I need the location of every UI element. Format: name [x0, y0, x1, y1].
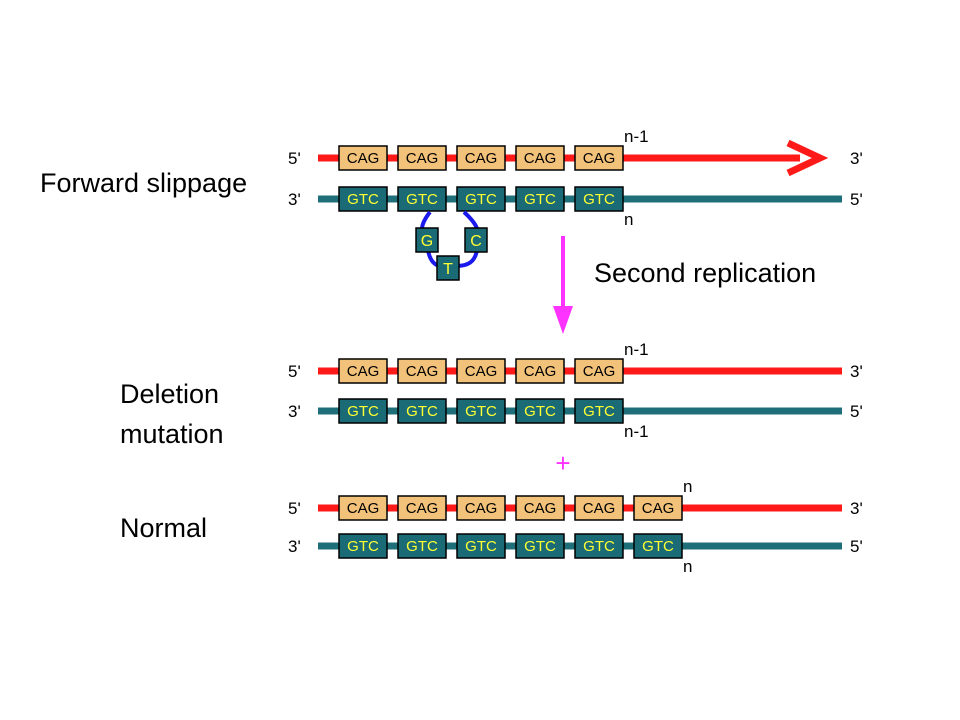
svg-text:CAG: CAG: [406, 363, 439, 380]
gtc-repeat-box: GTC: [515, 398, 565, 424]
svg-text:CAG: CAG: [524, 363, 557, 380]
svg-text:CAG: CAG: [583, 363, 616, 380]
cag-repeat-box: CAG: [338, 495, 388, 521]
gtc-repeat-box: GTC: [397, 398, 447, 424]
cag-repeat-box: CAG: [574, 495, 624, 521]
cag-repeat-box: CAG: [574, 358, 624, 384]
gtc-repeat-box: GTC: [515, 186, 565, 212]
second-replication-arrow: [553, 236, 573, 334]
slipped-loop: GTC: [415, 210, 488, 281]
gtc-repeat-box: GTC: [515, 533, 565, 559]
svg-text:CAG: CAG: [583, 150, 616, 167]
cag-repeat-box: CAG: [515, 145, 565, 171]
svg-text:CAG: CAG: [583, 500, 616, 517]
normal-label: Normal: [120, 513, 207, 543]
three-prime-bottom-label: 3': [288, 402, 301, 421]
three-prime-bottom-label: 3': [288, 190, 301, 209]
svg-text:CAG: CAG: [524, 500, 557, 517]
five-prime-bottom-label: 5': [850, 402, 863, 421]
svg-text:GTC: GTC: [406, 538, 438, 555]
svg-text:GTC: GTC: [347, 403, 379, 420]
cag-repeat-box: CAG: [574, 145, 624, 171]
forward-slippage-label: Forward slippage: [40, 168, 247, 198]
three-prime-top-label: 3': [850, 362, 863, 381]
cag-repeat-box: CAG: [633, 495, 683, 521]
svg-text:G: G: [421, 233, 433, 250]
cag-repeat-box: CAG: [397, 145, 447, 171]
strand-row-deletion: 5' 3' 3' 5' CAG CAG CAG CAG CAG GTC GTC GTC GTC GTC n-…: [288, 340, 863, 441]
top-repeat-count: n: [683, 477, 692, 496]
three-prime-bottom-label: 3': [288, 537, 301, 556]
cag-repeat-box: CAG: [338, 358, 388, 384]
svg-text:GTC: GTC: [583, 538, 615, 555]
svg-text:CAG: CAG: [465, 500, 498, 517]
gtc-repeat-box: GTC: [397, 533, 447, 559]
gtc-repeat-box: GTC: [338, 398, 388, 424]
bottom-repeat-count: n: [624, 210, 633, 229]
gtc-repeat-box: GTC: [574, 186, 624, 212]
svg-text:CAG: CAG: [465, 150, 498, 167]
cag-repeat-box: CAG: [397, 495, 447, 521]
cag-repeat-box: CAG: [456, 145, 506, 171]
plus-sign: +: [555, 448, 570, 478]
svg-text:GTC: GTC: [406, 191, 438, 208]
cag-repeat-box: CAG: [456, 358, 506, 384]
gtc-repeat-box: GTC: [633, 533, 683, 559]
svg-text:GTC: GTC: [583, 191, 615, 208]
cag-repeat-box: CAG: [515, 358, 565, 384]
svg-text:GTC: GTC: [465, 538, 497, 555]
svg-text:GTC: GTC: [642, 538, 674, 555]
svg-text:GTC: GTC: [465, 191, 497, 208]
svg-text:GTC: GTC: [406, 403, 438, 420]
top-repeat-count: n-1: [624, 127, 649, 146]
deletion-label-line2: mutation: [120, 419, 224, 449]
svg-text:CAG: CAG: [347, 363, 380, 380]
cag-repeat-box: CAG: [456, 495, 506, 521]
svg-text:GTC: GTC: [524, 191, 556, 208]
gtc-repeat-box: GTC: [456, 533, 506, 559]
second-replication-label: Second replication: [594, 258, 816, 288]
gtc-repeat-box: GTC: [338, 186, 388, 212]
svg-text:GTC: GTC: [347, 538, 379, 555]
svg-text:GTC: GTC: [465, 403, 497, 420]
svg-text:C: C: [470, 233, 482, 250]
five-prime-bottom-label: 5': [850, 190, 863, 209]
svg-text:CAG: CAG: [347, 500, 380, 517]
gtc-repeat-box: GTC: [574, 398, 624, 424]
svg-text:GTC: GTC: [524, 538, 556, 555]
five-prime-top-label: 5': [288, 362, 301, 381]
strand-arrowhead: [786, 139, 829, 177]
svg-text:CAG: CAG: [406, 150, 439, 167]
svg-text:T: T: [443, 261, 453, 278]
svg-text:CAG: CAG: [642, 500, 675, 517]
gtc-repeat-box: GTC: [574, 533, 624, 559]
strand-row-normal: 5' 3' 3' 5' CAG CAG CAG CAG CAG CAG GTC GTC GTC GTC GT…: [288, 477, 863, 576]
five-prime-bottom-label: 5': [850, 537, 863, 556]
cag-repeat-box: CAG: [515, 495, 565, 521]
svg-text:GTC: GTC: [524, 403, 556, 420]
gtc-repeat-box: GTC: [338, 533, 388, 559]
gtc-repeat-box: GTC: [397, 186, 447, 212]
svg-text:CAG: CAG: [406, 500, 439, 517]
svg-text:CAG: CAG: [524, 150, 557, 167]
svg-text:GTC: GTC: [583, 403, 615, 420]
bottom-repeat-count: n-1: [624, 422, 649, 441]
cag-repeat-box: CAG: [397, 358, 447, 384]
svg-text:CAG: CAG: [347, 150, 380, 167]
three-prime-top-label: 3': [850, 499, 863, 518]
cag-repeat-box: CAG: [338, 145, 388, 171]
svg-text:GTC: GTC: [347, 191, 379, 208]
five-prime-top-label: 5': [288, 499, 301, 518]
five-prime-top-label: 5': [288, 149, 301, 168]
top-repeat-count: n-1: [624, 340, 649, 359]
gtc-repeat-box: GTC: [456, 398, 506, 424]
deletion-label-line1: Deletion: [120, 379, 219, 409]
bottom-repeat-count: n: [683, 557, 692, 576]
gtc-repeat-box: GTC: [456, 186, 506, 212]
svg-text:CAG: CAG: [465, 363, 498, 380]
three-prime-top-label: 3': [850, 149, 863, 168]
